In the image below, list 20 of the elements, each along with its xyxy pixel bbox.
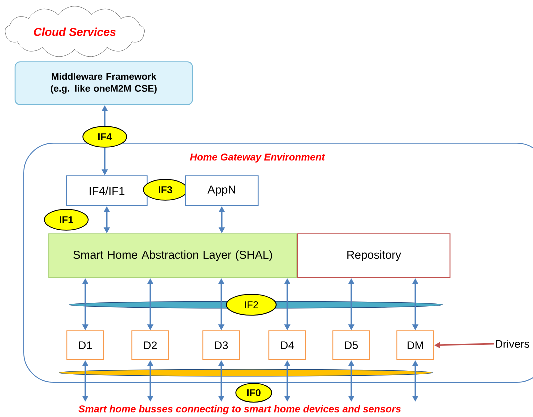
caption: Smart home busses connecting to smart home devices and sensors — [78, 405, 402, 415]
driver-box: D3 — [202, 330, 240, 360]
repository-box: Repository — [297, 234, 451, 278]
cloud: Cloud Services — [5, 6, 145, 58]
bus-bar — [58, 369, 434, 377]
driver-box: D1 — [66, 330, 104, 360]
driver-box: D5 — [332, 330, 370, 360]
framework-box: Middleware Framework (e.g. like oneM2M CSE) — [14, 62, 194, 106]
driver-box: DM — [396, 330, 434, 360]
interface-oval: IF2 — [226, 294, 277, 316]
layer-box: Smart Home Abstraction Layer (SHAL) — [48, 234, 298, 278]
interface-oval: IF4 — [82, 126, 128, 148]
interface-oval: IF0 — [236, 383, 272, 403]
driver-box: D2 — [132, 330, 170, 360]
label-text: Drivers — [496, 340, 530, 348]
interface-oval: IF3 — [143, 179, 188, 201]
interface-oval: IF1 — [44, 209, 89, 231]
driver-box: D4 — [268, 330, 306, 360]
component-box: IF4/IF1 — [66, 176, 148, 206]
component-box: AppN — [185, 176, 259, 206]
